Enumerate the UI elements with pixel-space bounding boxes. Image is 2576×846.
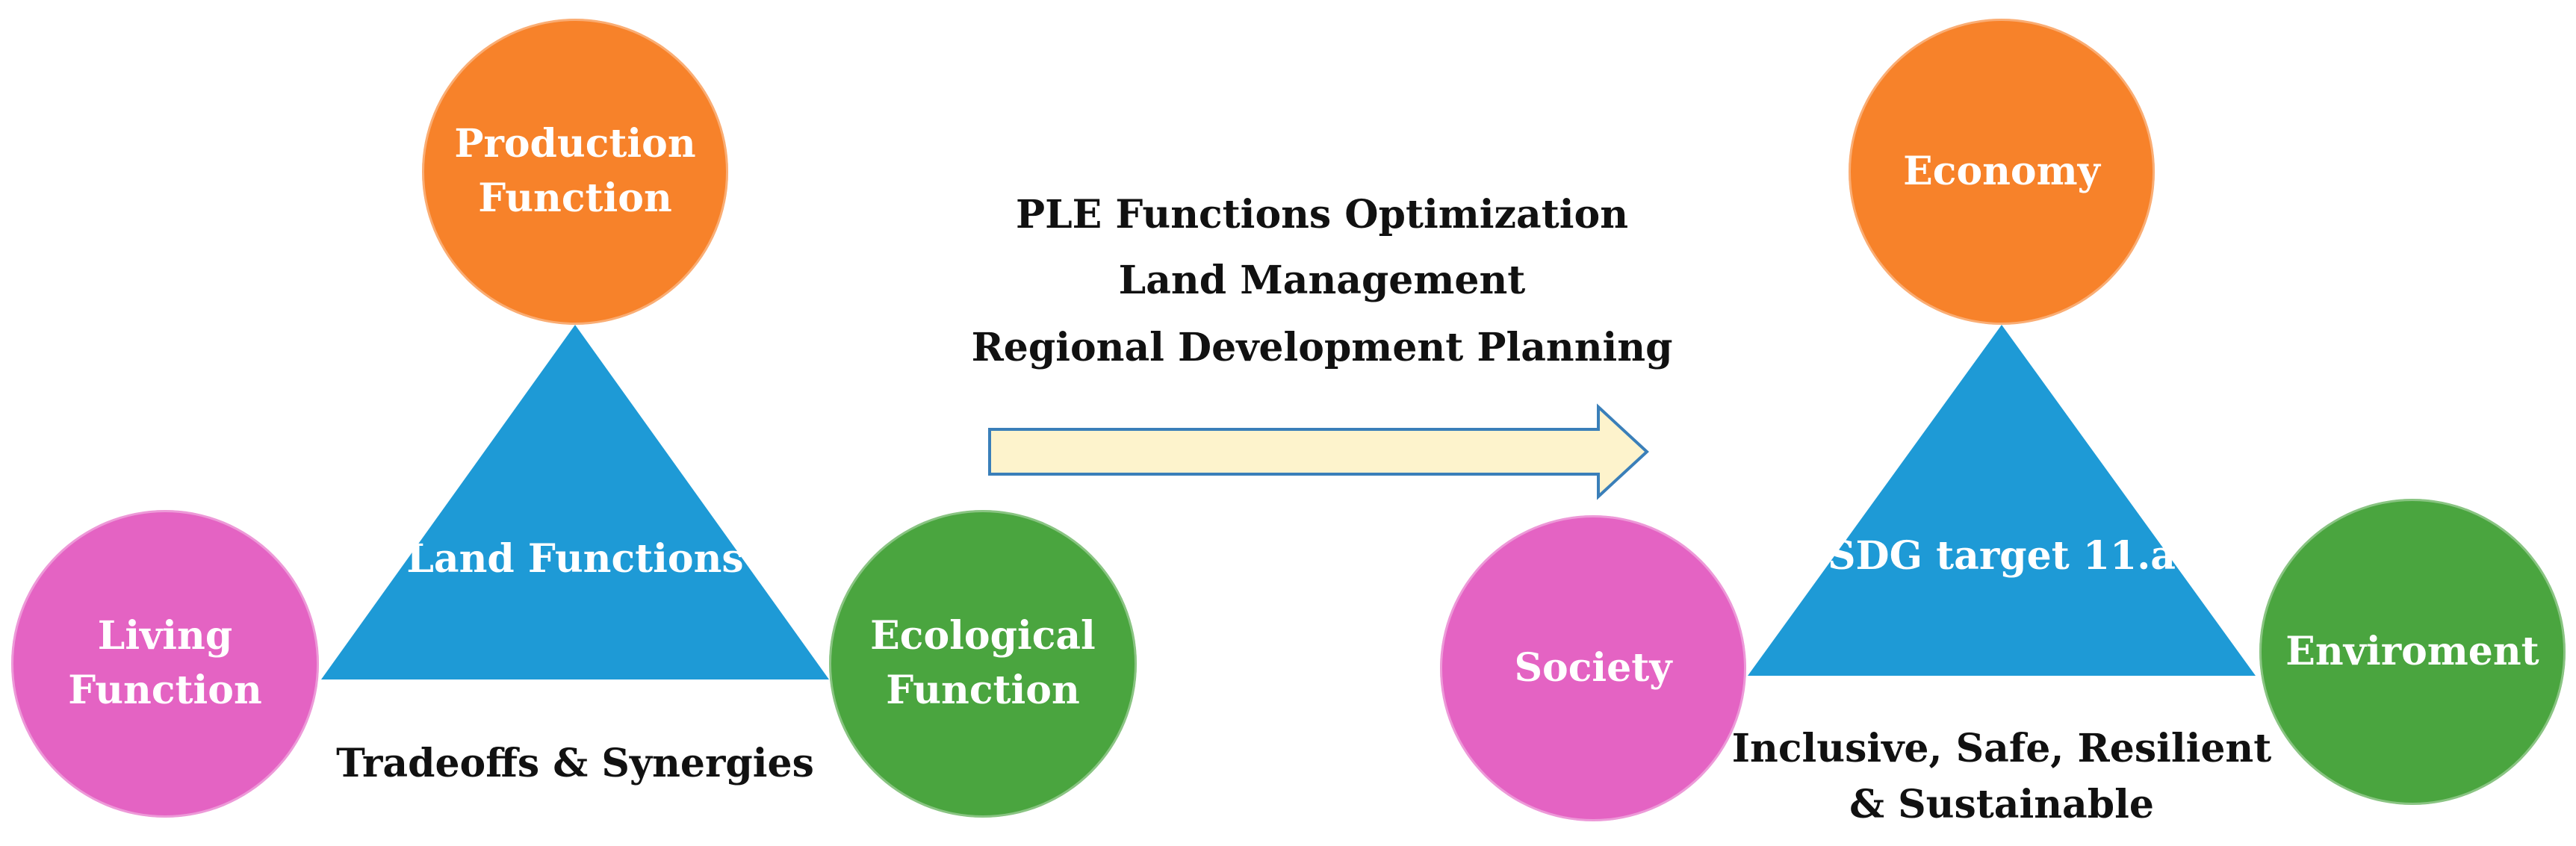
production-function-node: Production Function: [422, 19, 728, 325]
land-functions-triangle: [321, 325, 829, 679]
land-functions-label: Land Functions: [406, 536, 744, 582]
transition-line-1: PLE Functions Optimization: [1015, 192, 1628, 237]
living-function-node: Living Function: [11, 510, 319, 818]
transition-line-2: Land Management: [1118, 258, 1526, 303]
tradeoffs-caption: Tradeoffs & Synergies: [336, 741, 814, 786]
society-node: Society: [1440, 515, 1746, 821]
sdg-triangle: [1748, 325, 2256, 676]
sdg-target-label: SDG target 11.a: [1828, 533, 2176, 579]
transition-line-3: Regional Development Planning: [971, 325, 1673, 370]
environment-node: Enviroment: [2259, 499, 2566, 805]
transition-arrow: [988, 403, 1649, 500]
sdg-caption: Inclusive, Safe, Resilient & Sustainable: [1731, 726, 2272, 828]
economy-node: Economy: [1849, 19, 2155, 325]
ecological-function-node: Ecological Function: [829, 510, 1137, 818]
